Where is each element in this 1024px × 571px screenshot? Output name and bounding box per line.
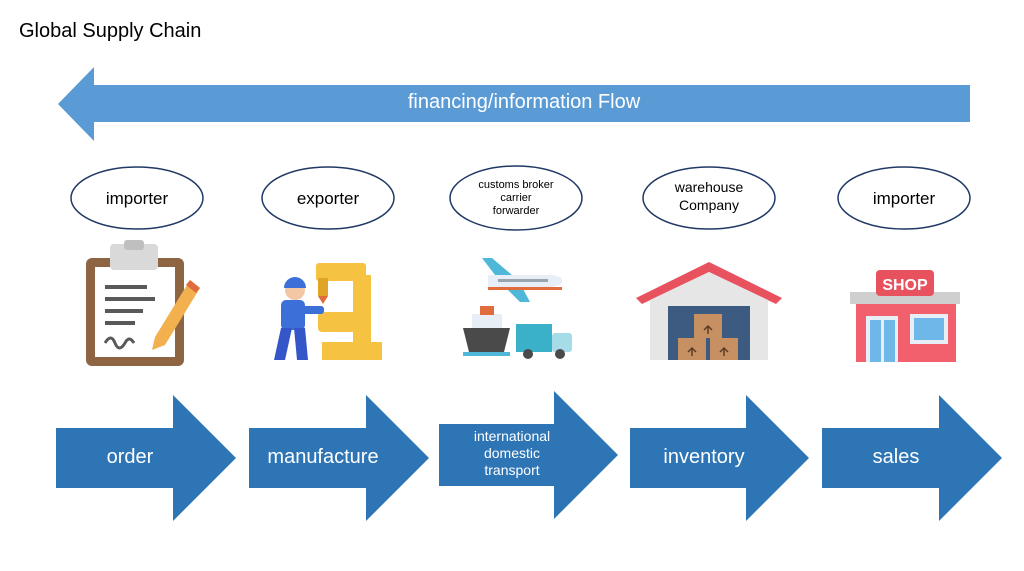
actor-label-5: importer xyxy=(873,189,936,208)
page-title: Global Supply Chain xyxy=(19,20,202,42)
actor-oval-4: warehouse Company xyxy=(642,166,776,230)
actor-label-3c: forwarder xyxy=(493,205,540,217)
actor-label-4b: Company xyxy=(679,197,739,213)
flow-arrow xyxy=(58,67,970,141)
step-label-manufacture: manufacture xyxy=(267,446,378,468)
step-label-order: order xyxy=(107,446,154,468)
actor-oval-1: importer xyxy=(70,166,204,230)
step-label-sales: sales xyxy=(873,446,920,468)
step-label-transport-3: transport xyxy=(484,462,539,478)
actor-label-3a: customs broker xyxy=(478,179,554,191)
actor-label-4a: warehouse xyxy=(674,179,744,195)
actor-label-2: exporter xyxy=(297,189,360,208)
clipboard-icon xyxy=(86,240,200,366)
step-arrow-inventory: inventory xyxy=(630,395,809,521)
warehouse-icon xyxy=(636,262,782,360)
step-arrow-transport: international domestic transport xyxy=(439,391,618,519)
actor-label-1: importer xyxy=(106,189,169,208)
step-label-transport-2: domestic xyxy=(484,445,540,461)
actor-label-3b: carrier xyxy=(500,192,532,204)
shop-sign-text: SHOP xyxy=(882,277,928,294)
step-arrow-order: order xyxy=(56,395,236,521)
step-label-transport-1: international xyxy=(474,428,550,444)
actor-oval-3: customs broker carrier forwarder xyxy=(449,165,583,231)
shop-icon: SHOP xyxy=(850,270,960,362)
step-arrow-sales: sales xyxy=(822,395,1002,521)
step-arrow-manufacture: manufacture xyxy=(249,395,429,521)
actor-oval-5: importer xyxy=(837,166,971,230)
actor-oval-2: exporter xyxy=(261,166,395,230)
transport-icon xyxy=(463,258,572,359)
flow-arrow-label: financing/information Flow xyxy=(408,91,641,113)
step-label-inventory: inventory xyxy=(663,446,744,468)
factory-worker-icon xyxy=(274,263,382,360)
